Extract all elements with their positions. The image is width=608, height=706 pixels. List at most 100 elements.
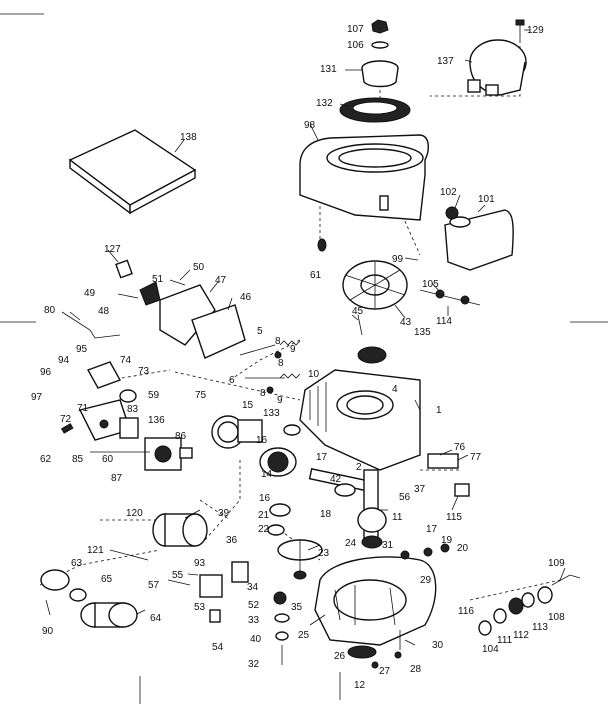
washer-part — [394, 651, 402, 659]
part-label: 16 — [259, 493, 271, 504]
part-label: 2 — [356, 462, 362, 473]
part-label: 6 — [229, 375, 235, 386]
flywheel-part — [342, 260, 408, 310]
part-label: 138 — [180, 132, 197, 143]
camshaft-part — [277, 539, 323, 580]
part-label: 36 — [226, 535, 238, 546]
breather-part — [259, 447, 297, 477]
part-label: 107 — [347, 24, 364, 35]
carburetor-body-part — [159, 284, 246, 359]
part-label: 33 — [248, 615, 260, 626]
part-number-labels: 107 106 129 137 131 132 98 138 102 101 9… — [31, 24, 565, 691]
part-label: 8 — [260, 388, 266, 399]
part-label: 23 — [318, 548, 330, 559]
part-label: 95 — [76, 344, 88, 355]
part-label: 20 — [457, 543, 469, 554]
screw-part — [187, 573, 199, 576]
governor-linkage-part — [78, 361, 131, 441]
part-label: 22 — [258, 524, 270, 535]
spring-part — [60, 423, 74, 434]
leader-lines — [69, 29, 566, 646]
assembly-guide-lines — [39, 40, 561, 611]
part-label: 21 — [258, 510, 270, 521]
part-label: 73 — [138, 366, 150, 377]
nut-part — [371, 19, 389, 49]
part-label: 108 — [548, 612, 565, 623]
part-label: 4 — [392, 384, 398, 395]
part-label: 50 — [193, 262, 205, 273]
part-label: 97 — [31, 392, 43, 403]
part-label: 85 — [72, 454, 84, 465]
part-label: 99 — [392, 254, 404, 265]
part-label: 112 — [513, 630, 529, 641]
part-label: 37 — [414, 484, 426, 495]
part-label: 63 — [71, 558, 83, 569]
bolt-part — [109, 549, 149, 561]
part-label: 94 — [58, 355, 70, 366]
part-label: 17 — [316, 452, 328, 463]
bracket-part — [119, 417, 139, 439]
plate-part — [427, 453, 459, 469]
part-label: 133 — [263, 408, 280, 419]
part-label: 47 — [215, 275, 227, 286]
part-label: 45 — [352, 306, 364, 317]
screw-part — [515, 19, 525, 40]
part-label: 59 — [148, 390, 160, 401]
part-label: 83 — [127, 404, 139, 415]
valve-assembly-part — [239, 340, 301, 394]
part-label: 135 — [414, 327, 431, 338]
part-label: 27 — [379, 666, 391, 677]
part-label: 57 — [148, 580, 160, 591]
blower-housing-part — [299, 134, 429, 221]
part-label: 102 — [440, 187, 457, 198]
part-label: 34 — [247, 582, 259, 593]
cam-gear-part — [267, 503, 291, 536]
part-label: 105 — [422, 279, 439, 290]
rotating-screen-part — [339, 97, 411, 123]
muffler-part — [444, 206, 514, 271]
part-label: 86 — [175, 431, 187, 442]
engine-sump-part — [314, 556, 437, 646]
part-label: 72 — [60, 414, 72, 425]
oil-seal-part — [347, 645, 377, 659]
bolt-part — [317, 238, 327, 252]
part-label: 61 — [310, 270, 322, 281]
part-label: 8 — [278, 358, 284, 369]
part-label: 87 — [111, 473, 123, 484]
part-label: 77 — [470, 452, 482, 463]
part-label: 111 — [497, 635, 513, 646]
part-label: 53 — [194, 602, 206, 613]
part-label: 56 — [399, 492, 411, 503]
carburetor-part — [144, 437, 193, 471]
part-label: 9 — [277, 395, 283, 406]
lower-small-parts — [273, 591, 290, 665]
part-label: 48 — [98, 306, 110, 317]
connecting-rod-part — [308, 468, 372, 497]
cylinder-block-part — [299, 369, 421, 471]
part-label: 96 — [40, 367, 52, 378]
part-label: 12 — [354, 680, 366, 691]
part-label: 137 — [437, 56, 454, 67]
part-label: 32 — [248, 659, 260, 670]
part-label: 93 — [194, 558, 206, 569]
part-label: 113 — [532, 622, 548, 633]
part-label: 9 — [290, 344, 296, 355]
washer-part — [440, 543, 450, 553]
part-label: 104 — [482, 644, 499, 655]
part-label: 40 — [250, 634, 262, 645]
part-label: 106 — [347, 40, 364, 51]
part-label: 74 — [120, 355, 132, 366]
fuel-tank-part — [40, 569, 138, 628]
screw-part — [357, 314, 363, 336]
part-label: 71 — [77, 403, 89, 414]
part-label: 65 — [101, 574, 113, 585]
part-label: 16 — [256, 435, 268, 446]
air-filter-part — [152, 513, 208, 547]
crankshaft-part — [357, 469, 387, 549]
part-label: 29 — [420, 575, 432, 586]
part-label: 15 — [242, 400, 254, 411]
part-label: 114 — [436, 316, 452, 327]
part-label: 64 — [150, 613, 162, 624]
